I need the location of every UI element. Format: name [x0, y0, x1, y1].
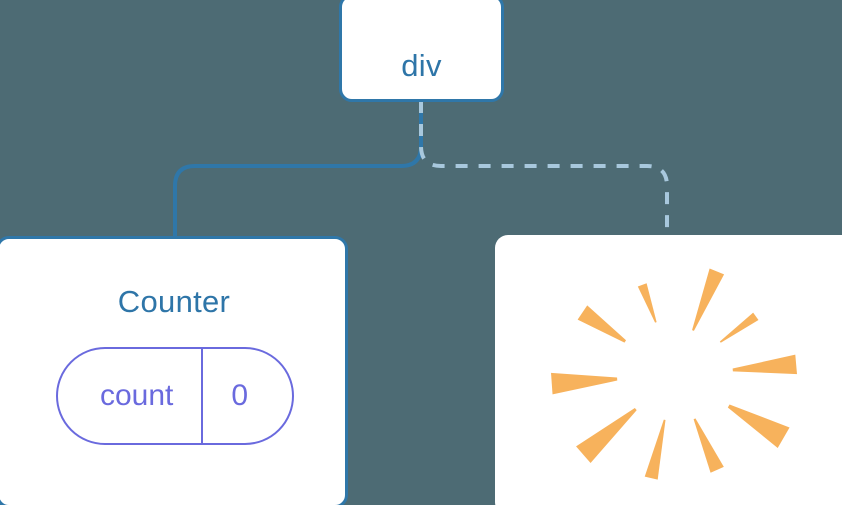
- state-pill-divider: [201, 349, 204, 443]
- sparkle-burst-icon: [551, 268, 797, 480]
- sparkle-ray-1: [692, 268, 725, 331]
- state-pill-value: 0: [231, 379, 249, 412]
- sparkle-ray-6: [644, 419, 666, 480]
- node-sparkle-highlight[interactable]: [495, 235, 842, 505]
- state-pill-count[interactable]: count 0: [55, 347, 295, 445]
- sparkle-ray-8: [551, 372, 618, 395]
- sparkle-ray-9: [577, 305, 627, 343]
- node-div[interactable]: div: [339, 0, 504, 102]
- node-counter-label: Counter: [117, 284, 231, 319]
- sparkle-ray-7: [576, 408, 637, 464]
- node-counter[interactable]: Counter count 0: [0, 236, 348, 505]
- state-pill-key: count: [99, 379, 174, 412]
- edge-div-to-sparkle: [419, 101, 669, 240]
- edge-div-to-counter: [173, 101, 423, 240]
- node-div-label: div: [401, 48, 442, 83]
- sparkle-ray-2: [719, 312, 759, 343]
- sparkle-ray-5: [693, 418, 724, 473]
- sparkle-ray-3: [732, 354, 797, 375]
- sparkle-ray-4: [727, 404, 790, 448]
- sparkle-ray-10: [637, 283, 657, 323]
